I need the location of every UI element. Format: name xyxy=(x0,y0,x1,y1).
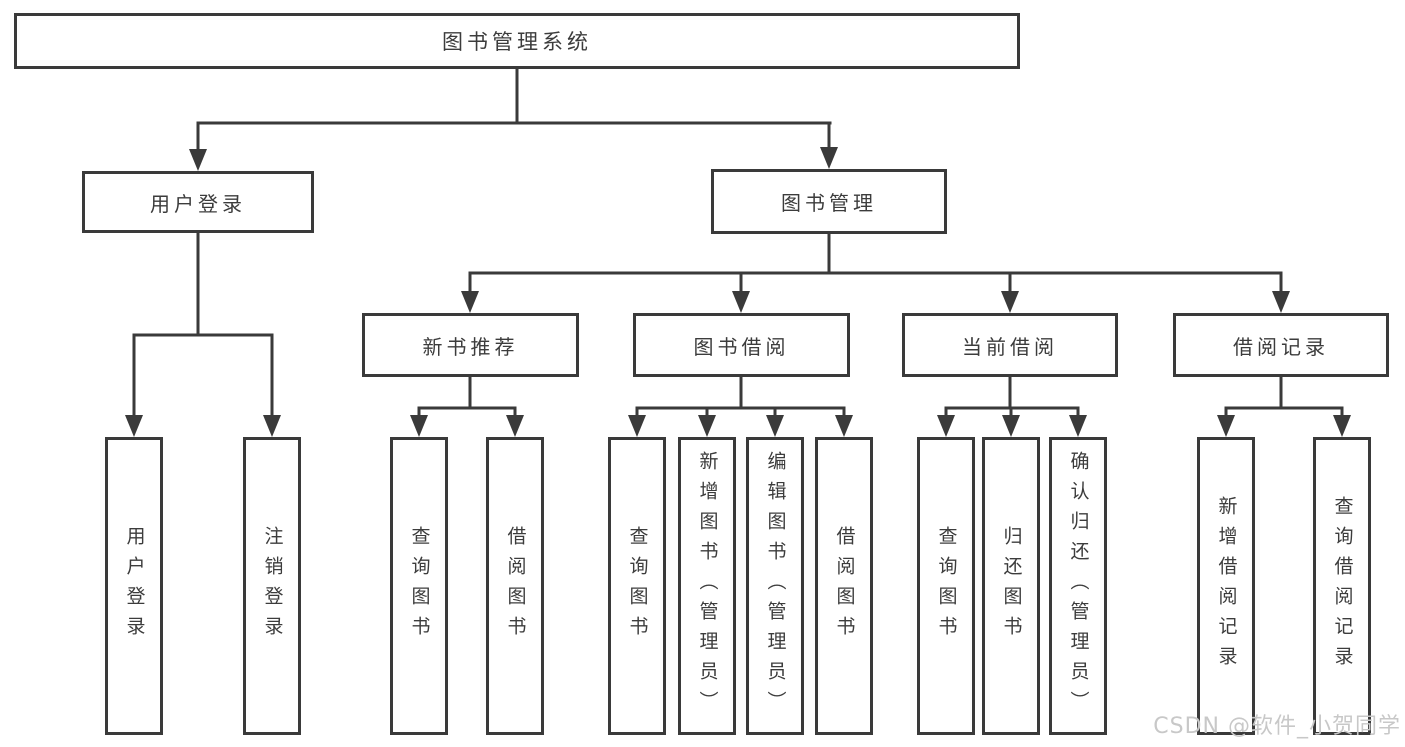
leaf-label: 注销登录 xyxy=(261,526,284,646)
node-label: 借阅记录 xyxy=(1233,334,1329,359)
node-current-borrow: 当前借阅 xyxy=(902,313,1118,377)
watermark: CSDN @软件_小贺同学 xyxy=(1153,714,1401,739)
node-label: 当前借阅 xyxy=(962,334,1058,359)
node-book-borrow: 图书借阅 xyxy=(633,313,850,377)
leaf-borrow-books-1: 借阅图书 xyxy=(486,437,544,735)
leaf-label: 归还图书 xyxy=(1000,526,1023,646)
leaf-user-login: 用户登录 xyxy=(105,437,163,735)
node-user-login: 用户登录 xyxy=(82,171,314,233)
node-label: 图书管理系统 xyxy=(442,30,592,54)
leaf-label: 借阅图书 xyxy=(833,526,856,646)
node-label: 用户登录 xyxy=(150,191,246,216)
leaf-add-books-admin: 新增图书（管理员） xyxy=(678,437,736,735)
leaf-label: 借阅图书 xyxy=(504,526,527,646)
leaf-label: 确认归还（管理员） xyxy=(1067,451,1090,721)
leaf-logout: 注销登录 xyxy=(243,437,301,735)
leaf-edit-books-admin: 编辑图书（管理员） xyxy=(746,437,804,735)
leaf-label: 用户登录 xyxy=(123,526,146,646)
leaf-query-books-3: 查询图书 xyxy=(917,437,975,735)
leaf-query-borrow-record: 查询借阅记录 xyxy=(1313,437,1371,735)
leaf-confirm-return-admin: 确认归还（管理员） xyxy=(1049,437,1107,735)
leaf-label: 新增借阅记录 xyxy=(1215,496,1238,676)
node-system-root: 图书管理系统 xyxy=(14,13,1020,69)
leaf-label: 查询图书 xyxy=(626,526,649,646)
leaf-label: 查询图书 xyxy=(408,526,431,646)
node-label: 图书管理 xyxy=(781,191,877,215)
node-label: 新书推荐 xyxy=(422,334,519,359)
node-new-book-recommend: 新书推荐 xyxy=(362,313,579,377)
leaf-add-borrow-record: 新增借阅记录 xyxy=(1197,437,1255,735)
node-label: 图书借阅 xyxy=(693,334,790,359)
leaf-query-books-2: 查询图书 xyxy=(608,437,666,735)
leaf-label: 查询图书 xyxy=(935,526,958,646)
leaf-label: 编辑图书（管理员） xyxy=(764,451,787,721)
leaf-borrow-books-2: 借阅图书 xyxy=(815,437,873,735)
leaf-return-books: 归还图书 xyxy=(982,437,1040,735)
node-borrow-records: 借阅记录 xyxy=(1173,313,1389,377)
leaf-label: 查询借阅记录 xyxy=(1331,496,1354,676)
leaf-query-books-1: 查询图书 xyxy=(390,437,448,735)
node-book-management: 图书管理 xyxy=(711,169,947,234)
leaf-label: 新增图书（管理员） xyxy=(696,451,719,721)
